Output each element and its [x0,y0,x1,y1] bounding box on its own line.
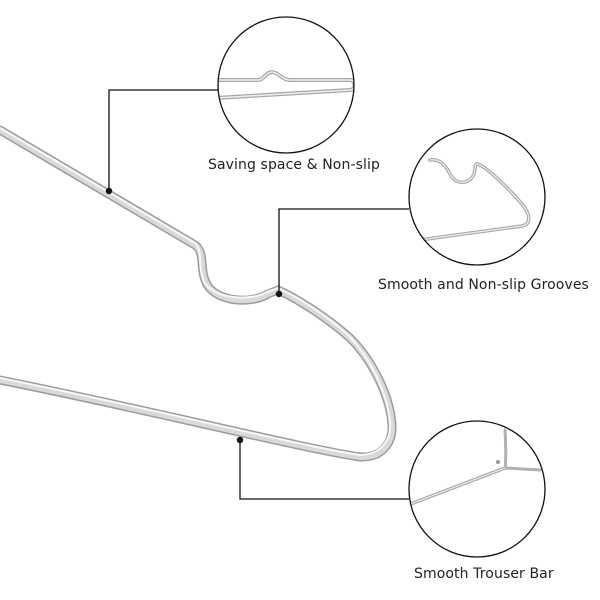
leader-line-3 [236,436,409,500]
caption-saving-space: Saving space & Non-slip [208,157,380,173]
detail-circle-non-slip-shoulder [217,16,355,154]
hanger-wire [0,125,397,462]
caption-grooves: Smooth and Non-slip Grooves [378,277,589,293]
detail-circle-trouser-bar [408,420,546,558]
leader-line-1 [105,89,218,195]
detail-circle-grooves [408,128,546,266]
leader-line-2 [275,208,409,298]
caption-trouser-bar: Smooth Trouser Bar [414,566,554,582]
